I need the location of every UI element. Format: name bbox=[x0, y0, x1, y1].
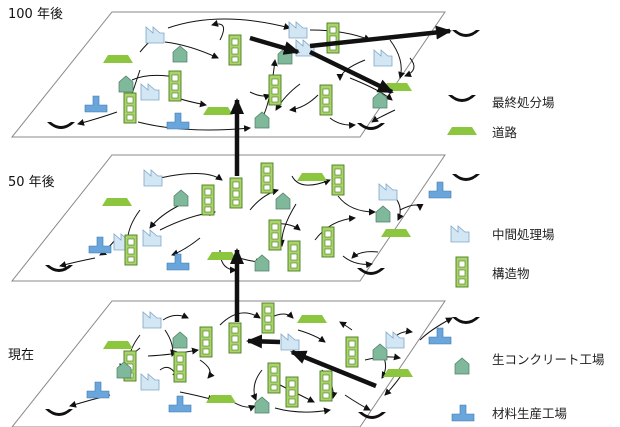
major-flow-arrows bbox=[246, 334, 377, 389]
structure-icon bbox=[345, 336, 359, 368]
layer-50-years bbox=[45, 162, 480, 275]
major-flow-arrows bbox=[249, 25, 452, 95]
road-icon bbox=[381, 229, 411, 237]
legend-road-label: 道路 bbox=[492, 125, 518, 140]
structure-icon bbox=[261, 302, 275, 334]
structure-icon bbox=[168, 70, 182, 102]
structure-icon bbox=[285, 376, 299, 408]
landfill-icon bbox=[452, 30, 480, 37]
legend-road-icon bbox=[447, 127, 477, 135]
structure-icon bbox=[124, 234, 138, 266]
road-icon bbox=[207, 252, 237, 260]
structure-icon bbox=[326, 22, 340, 54]
layer-title-100-years: 100 年後 bbox=[8, 7, 63, 22]
legend-landfill-label: 最終処分場 bbox=[492, 95, 555, 110]
layer-title-50-years: 50 年後 bbox=[8, 175, 55, 190]
road-icon bbox=[297, 315, 327, 323]
structure-icon bbox=[228, 34, 242, 66]
landfill-icon bbox=[452, 174, 480, 181]
structure-icon bbox=[268, 219, 282, 251]
structure-icon bbox=[201, 184, 215, 216]
legend-intermediate-plant-icon bbox=[450, 225, 470, 243]
structure-icon bbox=[287, 240, 301, 272]
structure-icon bbox=[260, 162, 274, 194]
road-icon bbox=[383, 369, 413, 377]
legend-intermediate-label: 中間処理場 bbox=[492, 227, 555, 242]
structure-icon bbox=[321, 226, 335, 258]
legend-material-plant-icon bbox=[451, 404, 475, 422]
legend-structure-icon bbox=[455, 256, 469, 288]
legend-concrete-plant-icon bbox=[454, 357, 470, 375]
legend-landfill-icon bbox=[448, 95, 476, 102]
road-icon bbox=[203, 107, 233, 115]
legend-structure-label: 構造物 bbox=[492, 266, 530, 281]
structure-icon bbox=[319, 84, 333, 116]
plane-100-years bbox=[10, 11, 446, 138]
structure-icon bbox=[173, 351, 187, 383]
structure-icon bbox=[319, 370, 333, 402]
structure-icon bbox=[229, 177, 243, 209]
road-icon bbox=[206, 395, 236, 403]
structure-icon bbox=[268, 74, 282, 106]
layer-present bbox=[45, 302, 480, 419]
layer-title-present: 現在 bbox=[8, 348, 35, 363]
structure-icon bbox=[123, 92, 137, 124]
road-icon bbox=[103, 55, 133, 63]
road-icon bbox=[297, 173, 327, 181]
structure-icon bbox=[228, 322, 242, 354]
structure-icon bbox=[267, 362, 281, 394]
legend-symbols bbox=[447, 95, 477, 422]
layer-100-years bbox=[47, 18, 480, 133]
road-icon bbox=[103, 341, 133, 349]
plane-present bbox=[11, 300, 446, 427]
road-icon bbox=[102, 198, 132, 206]
landfill-icon bbox=[452, 317, 480, 324]
structure-icon bbox=[331, 164, 345, 196]
material-plant-icon bbox=[428, 181, 452, 199]
structure-icon bbox=[199, 326, 213, 358]
legend-concrete-plant-label: 生コンクリート工場 bbox=[492, 352, 605, 367]
legend-material-plant-label: 材料生産工場 bbox=[492, 406, 568, 421]
